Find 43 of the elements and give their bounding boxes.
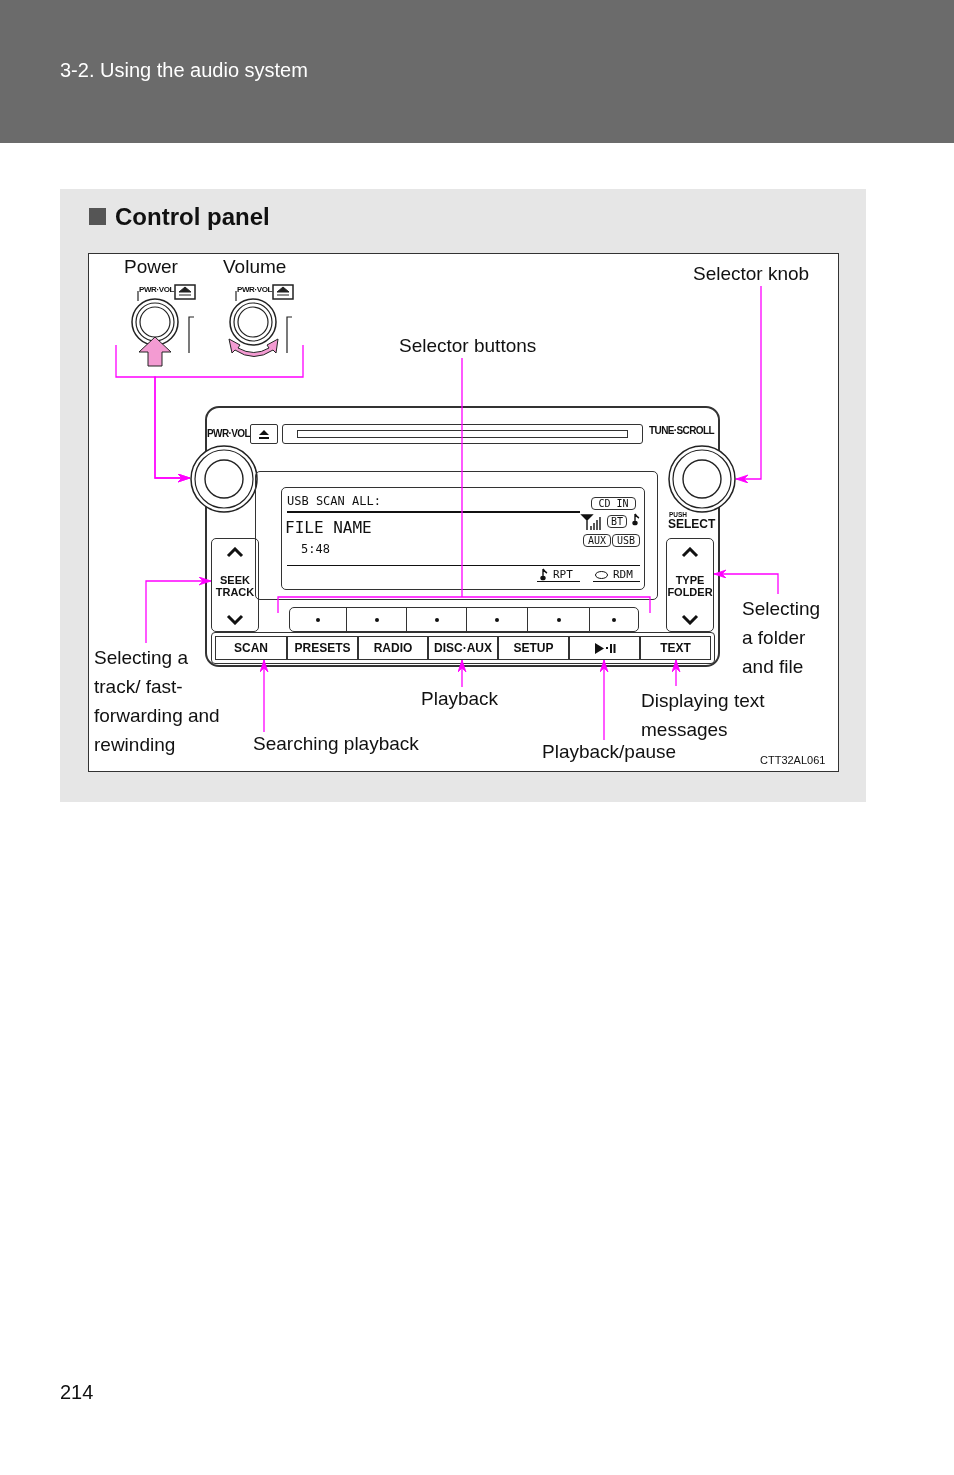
control-knob	[668, 445, 736, 513]
status-badge: USB	[612, 534, 640, 547]
panel-text: PWR·VOL	[237, 285, 272, 294]
track-title: FILE NAME	[285, 519, 372, 537]
page-number: 214	[60, 1380, 94, 1404]
function-button: RADIO	[358, 636, 428, 660]
figure-code: CTT32AL061	[760, 754, 826, 767]
function-button: DISC·AUX	[428, 636, 498, 660]
knob-label: PWR·VOL	[207, 428, 251, 439]
knob-label: TUNE·SCROLL	[649, 425, 715, 436]
status-badge: AUX	[583, 534, 611, 547]
rocker-button: SEEK TRACK	[211, 538, 259, 632]
callout-label: Searching playback	[253, 732, 438, 756]
function-button: SCAN	[215, 636, 287, 660]
function-button: SETUP	[498, 636, 569, 660]
function-button: TEXT	[640, 636, 711, 660]
leader-line	[154, 344, 304, 483]
function-button: PRESETS	[287, 636, 358, 660]
mode-text: RPT	[553, 568, 573, 581]
callout-label: Selector knob	[693, 262, 823, 286]
mode-text: RDM	[613, 568, 633, 581]
callout-label: Volume	[223, 255, 287, 279]
header-text: 3-2. Using the audio system	[60, 58, 308, 82]
knob-label: SELECT	[668, 518, 716, 531]
callout-label: Selecting a folder and file	[742, 594, 834, 682]
status-badge: BT	[607, 515, 627, 528]
leader-line	[277, 357, 651, 614]
section-title: Control panel	[115, 203, 270, 231]
play-pause-button	[569, 636, 640, 660]
leader-line	[145, 576, 212, 644]
elapsed-time: 5:48	[301, 542, 330, 556]
leader-line	[457, 659, 467, 688]
callout-label: Power	[124, 255, 178, 279]
control-knob	[190, 445, 258, 513]
status-text: USB SCAN ALL:	[287, 494, 381, 508]
leader-line	[735, 285, 762, 484]
callout-label: Playback	[421, 687, 511, 711]
display-screen	[281, 487, 645, 590]
status-badge: CD IN	[591, 497, 636, 510]
rocker-button: TYPE FOLDER	[666, 538, 714, 632]
callout-label: Selector buttons	[399, 334, 551, 358]
panel-text: PWR·VOL	[139, 285, 174, 294]
leader-line	[671, 659, 681, 687]
